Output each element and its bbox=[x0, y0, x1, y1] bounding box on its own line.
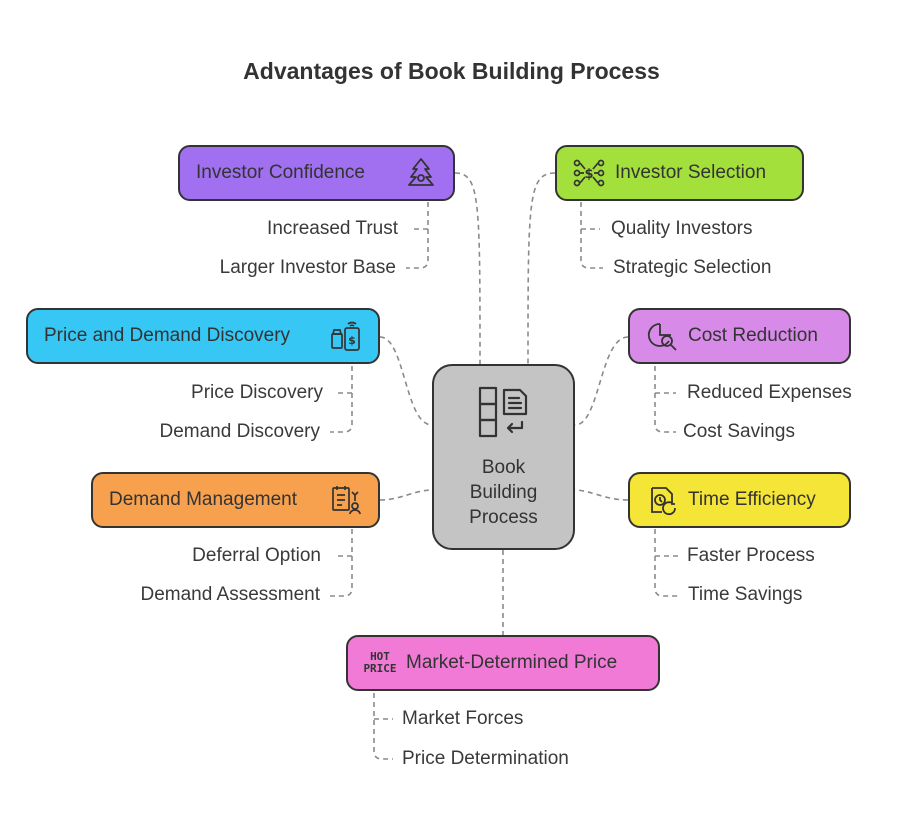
investor-selection-node: $ Investor Selection bbox=[555, 145, 804, 201]
investor-confidence-label: Investor Confidence bbox=[196, 162, 365, 183]
connector-demand-management bbox=[379, 489, 433, 501]
market-price-item-2: Price Determination bbox=[402, 748, 569, 769]
cost-reduction-item-2: Cost Savings bbox=[683, 421, 795, 442]
center-line-2: Building bbox=[469, 482, 538, 503]
hot-price-icon: HOT PRICE bbox=[363, 647, 397, 679]
sub-connector-demand-management bbox=[330, 529, 353, 597]
cost-reduction-label: Cost Reduction bbox=[688, 325, 818, 346]
demand-management-item-2: Demand Assessment bbox=[140, 584, 320, 605]
price-discovery-icon: $ bbox=[330, 320, 362, 352]
sub-connector-time-efficiency bbox=[654, 529, 678, 597]
connector-cost-reduction bbox=[574, 336, 629, 426]
sub-connector-cost-reduction bbox=[654, 366, 676, 433]
diagram-title: Advantages of Book Building Process bbox=[243, 58, 660, 84]
cost-search-icon bbox=[646, 320, 678, 352]
center-node: Book Building Process bbox=[432, 364, 575, 550]
svg-text:$: $ bbox=[348, 334, 356, 347]
connector-price-demand bbox=[379, 336, 433, 426]
book-building-icon bbox=[476, 384, 532, 447]
time-efficiency-item-2: Time Savings bbox=[688, 584, 803, 605]
market-price-node: HOT PRICE Market-Determined Price bbox=[346, 635, 660, 691]
center-line-1: Book bbox=[481, 457, 526, 478]
hot-price-icon-line-1: HOT bbox=[370, 650, 390, 663]
cost-reduction-node: Cost Reduction bbox=[628, 308, 851, 364]
investor-confidence-item-1: Increased Trust bbox=[267, 218, 398, 239]
demand-list-icon bbox=[330, 484, 362, 516]
sub-connector-price-demand bbox=[330, 366, 353, 433]
connector-investor-confidence bbox=[454, 172, 481, 365]
investor-confidence-item-2: Larger Investor Base bbox=[219, 257, 396, 278]
connector-time-efficiency bbox=[574, 489, 629, 501]
price-demand-node: Price and Demand Discovery $ bbox=[26, 308, 380, 364]
center-line-3: Process bbox=[469, 507, 538, 528]
time-efficiency-label: Time Efficiency bbox=[688, 489, 816, 510]
investor-selection-item-2: Strategic Selection bbox=[613, 257, 772, 278]
market-price-item-1: Market Forces bbox=[402, 708, 524, 729]
price-demand-item-2: Demand Discovery bbox=[159, 421, 321, 442]
investor-confidence-node: Investor Confidence bbox=[178, 145, 455, 201]
price-demand-label: Price and Demand Discovery bbox=[44, 325, 291, 346]
connector-investor-selection bbox=[527, 172, 556, 365]
time-efficiency-node: Time Efficiency bbox=[628, 472, 851, 528]
cost-reduction-item-1: Reduced Expenses bbox=[687, 382, 852, 403]
hot-price-icon-line-2: PRICE bbox=[363, 662, 397, 675]
time-refresh-icon bbox=[646, 484, 678, 516]
svg-text:$: $ bbox=[584, 167, 593, 182]
sub-connector-investor-selection bbox=[580, 202, 603, 269]
sub-connector-market-price bbox=[373, 693, 393, 760]
price-demand-item-1: Price Discovery bbox=[191, 382, 323, 403]
time-efficiency-item-1: Faster Process bbox=[687, 545, 815, 566]
demand-management-node: Demand Management bbox=[91, 472, 380, 528]
tree-growth-icon bbox=[405, 157, 437, 189]
network-selection-icon: $ bbox=[573, 157, 605, 189]
investor-selection-item-1: Quality Investors bbox=[611, 218, 753, 239]
demand-management-item-1: Deferral Option bbox=[192, 545, 321, 566]
investor-selection-label: Investor Selection bbox=[615, 162, 767, 183]
market-price-label: Market-Determined Price bbox=[406, 652, 618, 673]
sub-connector-investor-confidence bbox=[406, 202, 429, 269]
demand-management-label: Demand Management bbox=[109, 489, 297, 510]
